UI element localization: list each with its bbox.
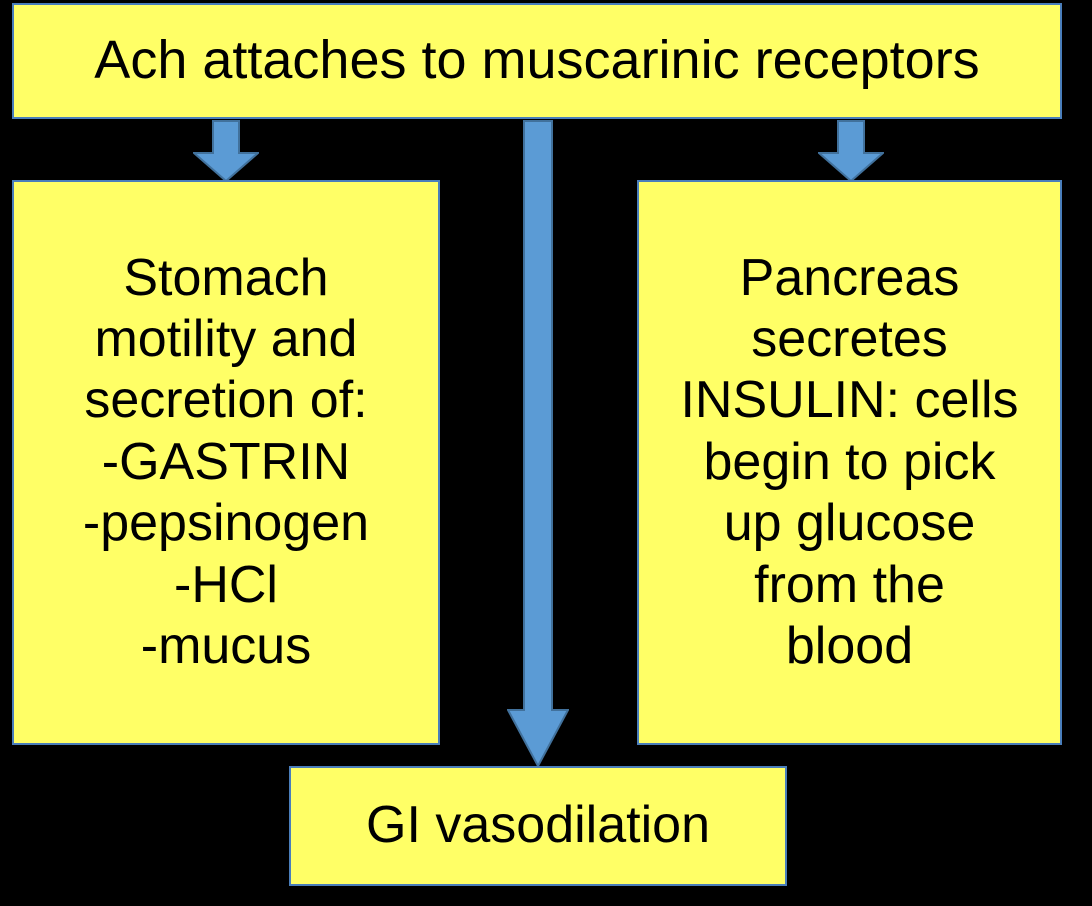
- arrow-top-to-gi-vasodilation: [507, 120, 569, 768]
- node-bottom-label: GI vasodilation: [366, 796, 710, 855]
- node-stomach-motility-secretion[interactable]: Stomach motility and secretion of: -GAST…: [12, 180, 440, 745]
- arrow-top-to-stomach: [193, 120, 259, 182]
- arrow-top-to-pancreas: [818, 120, 884, 182]
- node-pancreas-insulin[interactable]: Pancreas secretes INSULIN: cells begin t…: [637, 180, 1062, 745]
- node-ach-muscarinic-receptors[interactable]: Ach attaches to muscarinic receptors: [12, 3, 1062, 119]
- down-arrow-icon: [818, 120, 884, 182]
- down-arrow-icon: [193, 120, 259, 182]
- node-right-label: Pancreas secretes INSULIN: cells begin t…: [680, 248, 1019, 675]
- down-arrow-icon: [507, 120, 569, 768]
- node-gi-vasodilation[interactable]: GI vasodilation: [289, 766, 787, 886]
- node-top-label: Ach attaches to muscarinic receptors: [94, 30, 980, 91]
- node-left-label: Stomach motility and secretion of: -GAST…: [82, 248, 370, 675]
